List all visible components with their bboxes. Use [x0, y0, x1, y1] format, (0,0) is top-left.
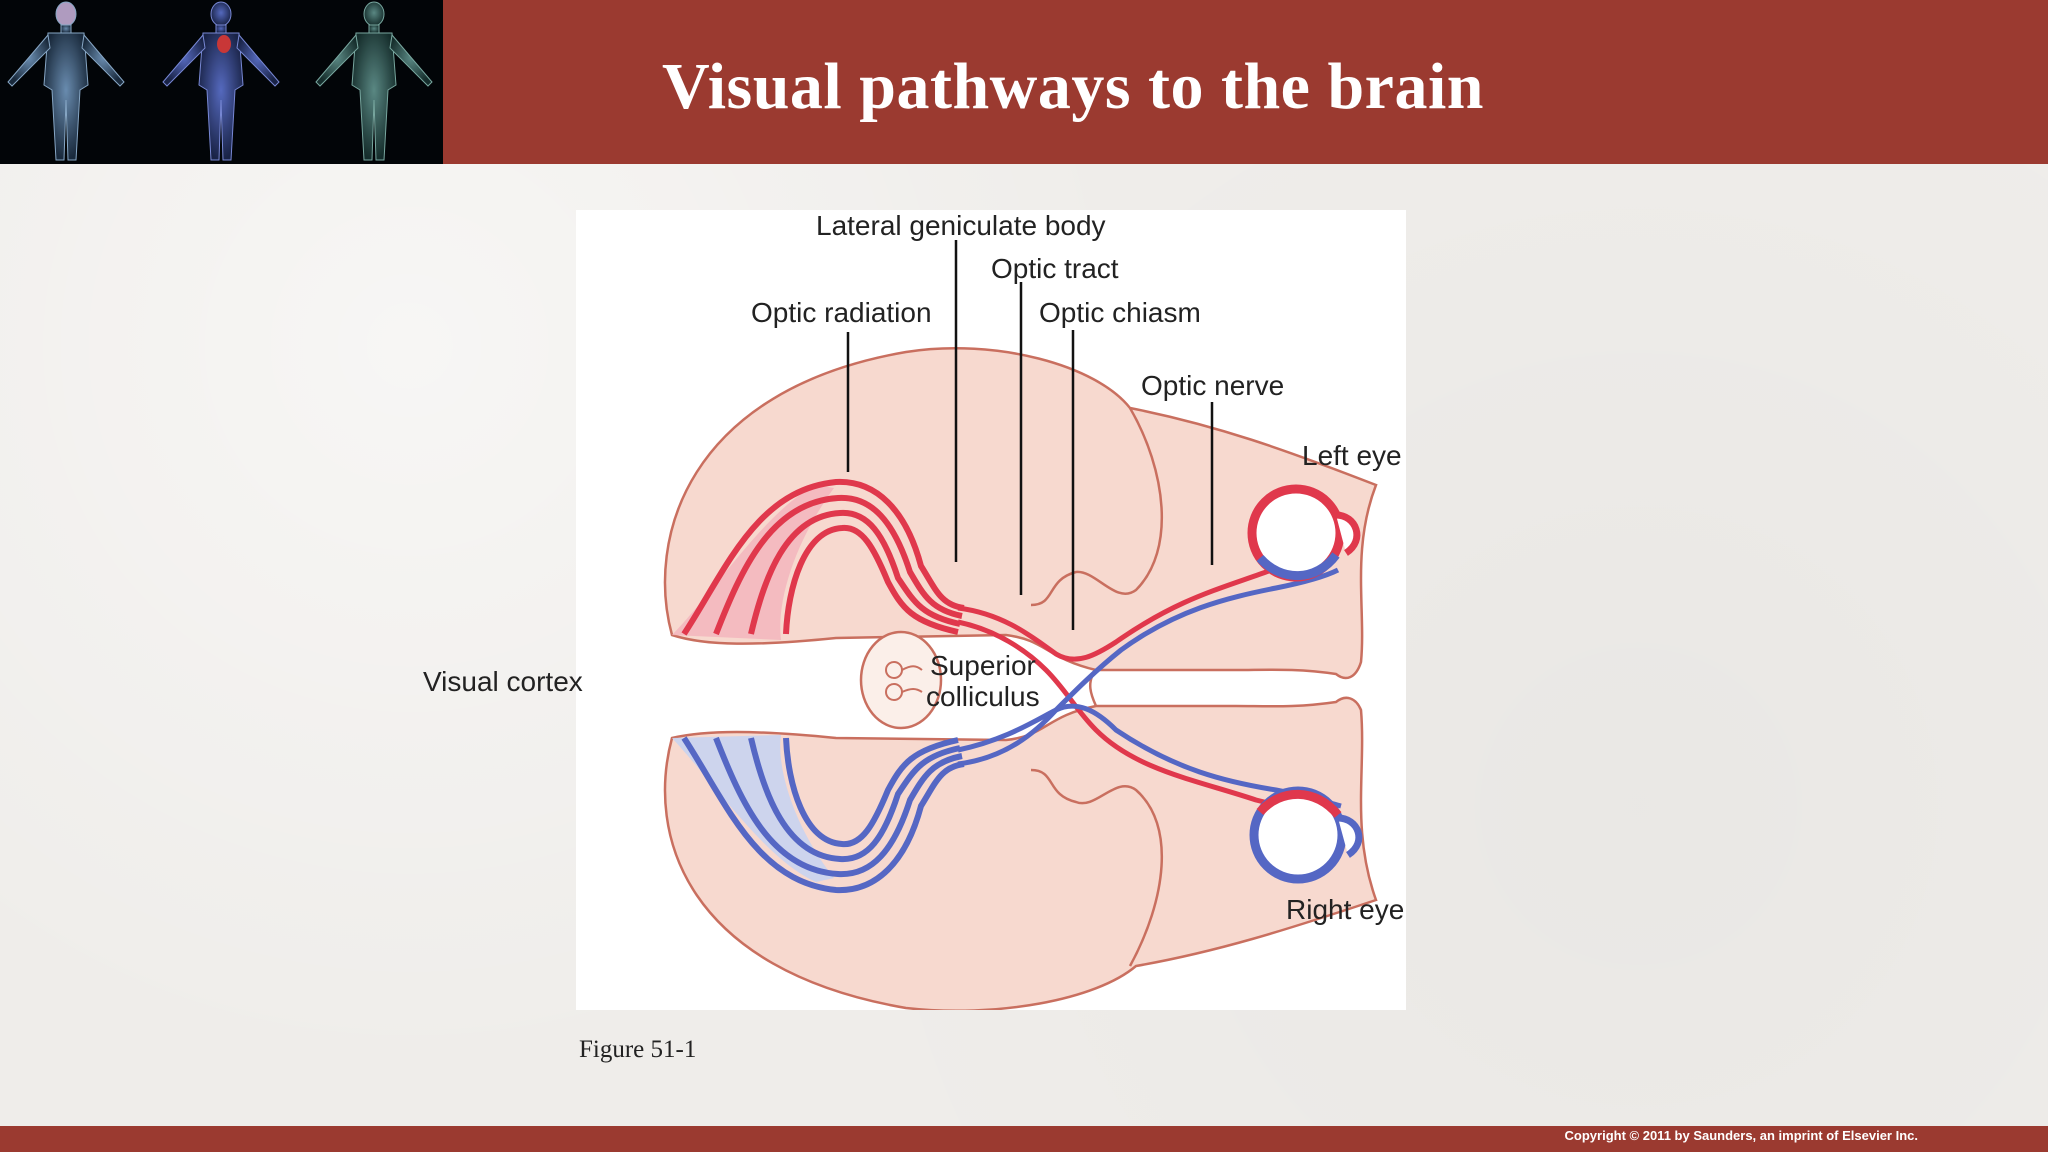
label-colliculus: colliculus	[926, 681, 1040, 712]
body-figures-icon	[7, 1, 433, 161]
right-eye	[1249, 786, 1363, 884]
figure-caption: Figure 51-1	[579, 1036, 697, 1063]
footer-bar: Copyright © 2011 by Saunders, an imprint…	[0, 1126, 2048, 1152]
header-bar: Visual pathways to the brain	[0, 0, 2048, 164]
label-optic-radiation: Optic radiation	[751, 297, 932, 328]
copyright-text: Copyright © 2011 by Saunders, an imprint…	[1564, 1128, 1918, 1143]
page-title: Visual pathways to the brain	[661, 50, 1485, 123]
label-right-eye: Right eye	[1286, 894, 1405, 925]
brain-pathway-illustration	[663, 240, 1378, 1010]
blue-optic-radiation	[681, 736, 965, 894]
label-optic-tract: Optic tract	[991, 253, 1119, 284]
header-anatomy-image	[0, 0, 443, 164]
label-superior: Superior	[930, 650, 1036, 681]
label-lateral-geniculate-body: Lateral geniculate body	[816, 210, 1106, 241]
label-visual-cortex: Visual cortex	[423, 666, 583, 697]
visual-pathway-diagram: Lateral geniculate body Optic tract Opti…	[423, 210, 1406, 1010]
label-leader-lines	[846, 240, 1214, 630]
label-optic-chiasm: Optic chiasm	[1039, 297, 1201, 328]
left-eye	[1247, 484, 1361, 582]
red-optic-radiation	[681, 478, 965, 636]
label-optic-nerve: Optic nerve	[1141, 370, 1285, 401]
superior-colliculus	[859, 630, 943, 730]
lower-hemisphere	[663, 696, 1378, 1010]
label-left-eye: Left eye	[1302, 440, 1402, 471]
